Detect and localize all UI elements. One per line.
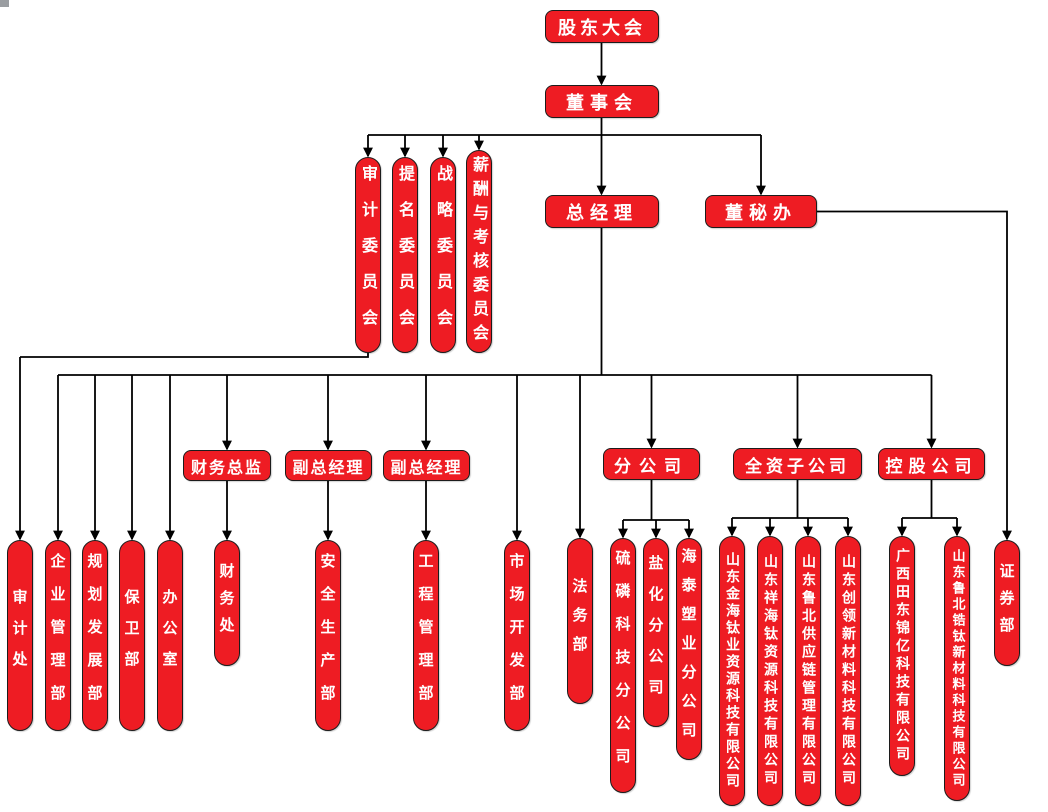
node-finance-office: 财务处: [214, 540, 240, 666]
node-securities-dept: 证券部: [994, 540, 1020, 666]
node-sulfur-phosphorus-tech-branch: 硫磷科技分公司: [610, 538, 636, 793]
node-strategy-committee: 战略委员会: [430, 157, 456, 353]
node-legal-dept: 法务部: [567, 538, 593, 704]
node-chuangling-new-materials-co: 山东创领新材料科技有限公司: [835, 536, 861, 806]
node-audit-office: 审计处: [7, 540, 33, 731]
node-salt-chemical-branch: 盐化分公司: [643, 538, 669, 727]
node-lubei-zirconium-titanium-co: 山东鲁北锆钛新材料科技有限公司: [944, 536, 970, 801]
node-branch-companies: 分公司: [603, 448, 700, 480]
node-jinhai-titanium-co: 山东金海钛业资源科技有限公司: [719, 536, 745, 806]
corner-artifact: [0, 0, 9, 7]
node-audit-committee: 审计委员会: [355, 157, 381, 353]
node-engineering-management-dept: 工程管理部: [413, 540, 439, 731]
node-lubei-supply-chain-co: 山东鲁北供应链管理有限公司: [795, 536, 821, 806]
node-cfo: 财务总监: [183, 450, 271, 481]
node-deputy-general-manager-2: 副总经理: [383, 450, 470, 481]
node-security-dept: 保卫部: [119, 540, 145, 731]
node-xianghai-titanium-co: 山东祥海钛资源科技有限公司: [757, 536, 783, 806]
node-planning-development-dept: 规划发展部: [82, 540, 108, 731]
node-holding-companies: 控股公司: [878, 448, 985, 480]
node-guangxi-jinyi-tech-co: 广西田东锦亿科技有限公司: [889, 536, 915, 776]
node-general-manager: 总经理: [545, 195, 659, 228]
node-market-development-dept: 市场开发部: [504, 540, 530, 731]
node-board-of-directors: 董事会: [545, 85, 659, 118]
node-safety-production-dept: 安全生产部: [315, 540, 341, 731]
node-shareholders-meeting: 股东大会: [545, 10, 659, 43]
node-office: 办公室: [157, 540, 183, 731]
node-remuneration-assessment-committee: 薪酬与考核委员会: [466, 150, 492, 353]
node-board-secretary-office: 董秘办: [705, 195, 817, 228]
node-enterprise-management-dept: 企业管理部: [45, 540, 71, 731]
node-deputy-general-manager-1: 副总经理: [285, 450, 372, 481]
node-haitai-plastics-branch: 海泰塑业分公司: [676, 538, 702, 760]
node-wholly-owned-subsidiaries: 全资子公司: [733, 448, 862, 480]
node-nomination-committee: 提名委员会: [392, 157, 418, 353]
